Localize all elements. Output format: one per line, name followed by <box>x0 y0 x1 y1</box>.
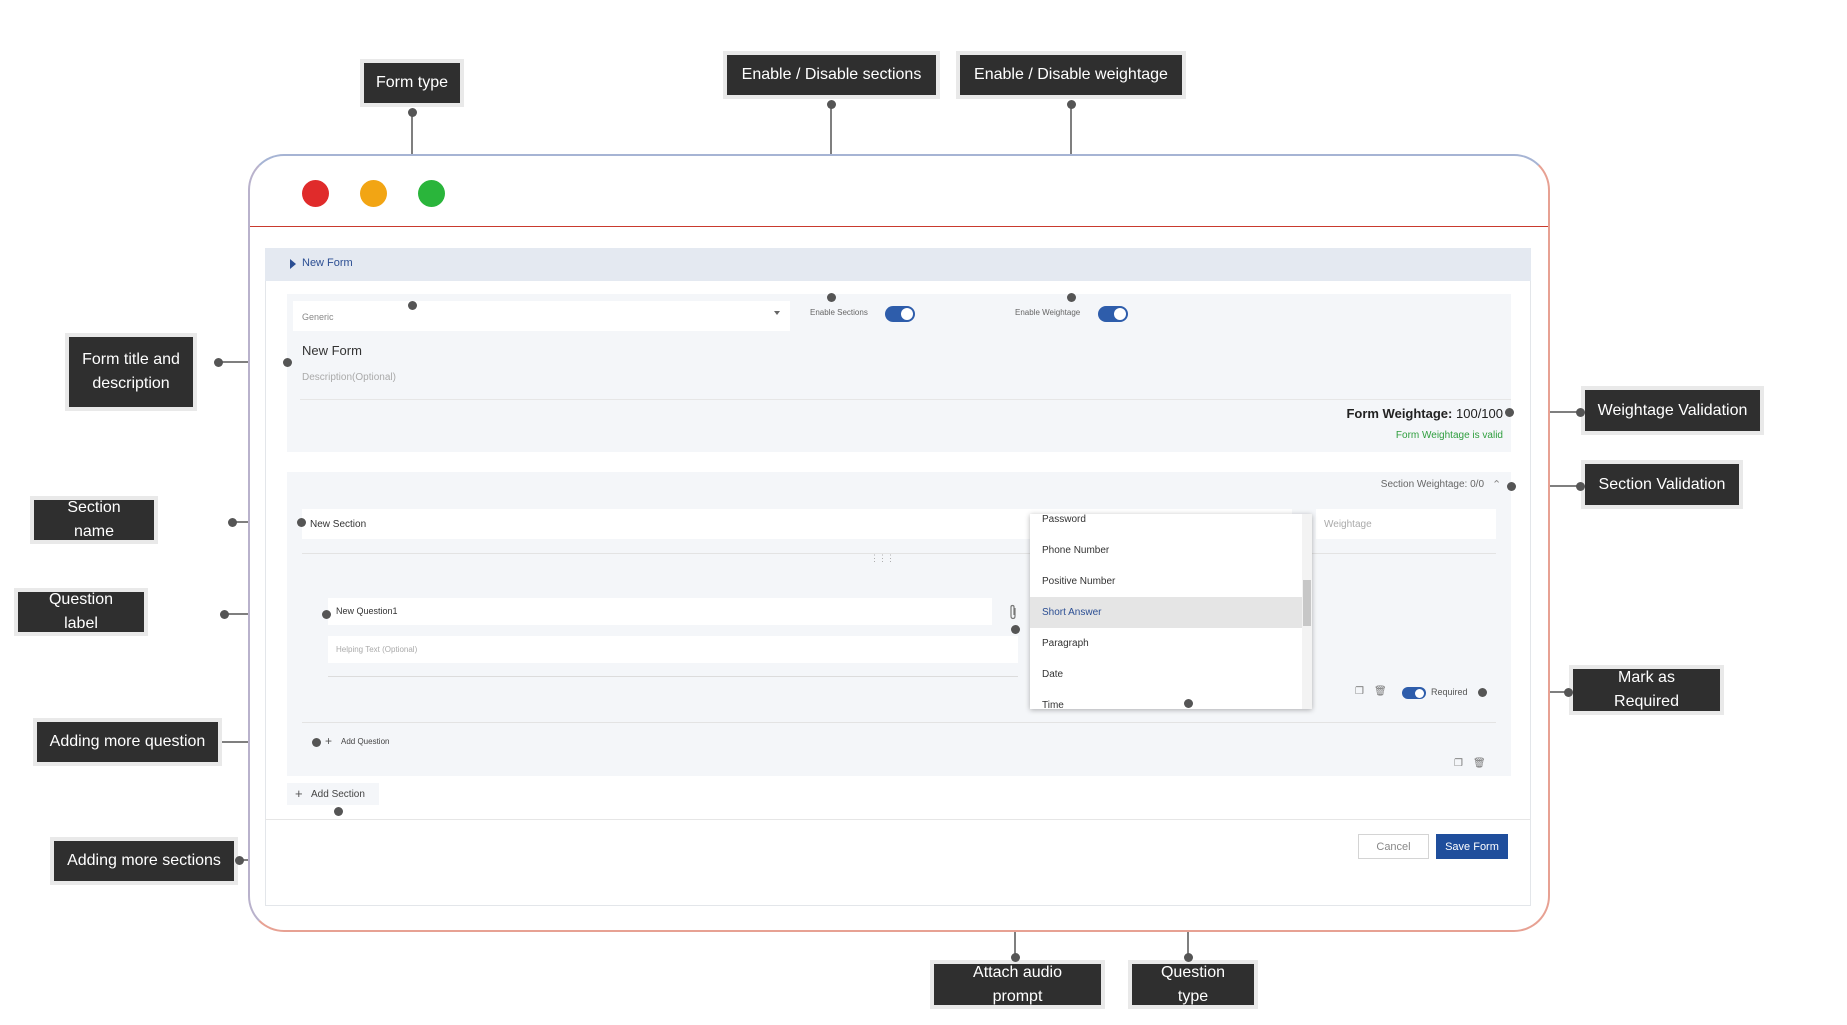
callout-attach-audio: Attach audio prompt <box>934 964 1101 1005</box>
required-toggle[interactable] <box>1402 687 1426 699</box>
connector-knob <box>214 358 223 367</box>
callout-weightage-validation: Weightage Validation <box>1585 390 1760 431</box>
section-divider <box>302 553 1496 554</box>
question-type-option-paragraph[interactable]: Paragraph <box>1042 638 1089 649</box>
callout-mark-required: Mark as Required <box>1573 669 1720 711</box>
helping-text-input[interactable]: Helping Text (Optional) <box>328 636 1018 663</box>
duplicate-question-icon[interactable]: ❐ <box>1355 686 1364 697</box>
question-divider <box>328 676 1018 677</box>
form-type-value: Generic <box>302 312 334 322</box>
connector-knob <box>1184 699 1193 708</box>
connector-knob <box>1576 482 1585 491</box>
callout-enable-sections: Enable / Disable sections <box>727 55 936 95</box>
breadcrumb-label[interactable]: New Form <box>302 257 353 269</box>
enable-sections-toggle[interactable] <box>885 306 915 322</box>
helping-text-placeholder: Helping Text (Optional) <box>336 645 418 654</box>
connector-knob <box>408 301 417 310</box>
connector-knob <box>220 610 229 619</box>
plus-icon: + <box>295 786 303 801</box>
add-question-divider <box>302 722 1496 723</box>
connector-knob <box>228 518 237 527</box>
form-weightage-status: Form Weightage is valid <box>1395 430 1503 441</box>
section-weightage-placeholder: Weightage <box>1324 519 1372 530</box>
question-label-value: New Question1 <box>336 606 398 616</box>
callout-form-title-line2: description <box>92 375 170 392</box>
callout-enable-weightage: Enable / Disable weightage <box>960 55 1182 95</box>
duplicate-section-icon[interactable]: ❐ <box>1454 758 1463 769</box>
enable-weightage-label: Enable Weightage <box>1015 308 1081 317</box>
add-section-label: Add Section <box>311 789 365 800</box>
connector-knob <box>1011 625 1020 634</box>
add-section-button[interactable]: + Add Section <box>287 783 379 805</box>
question-type-option-positive-number[interactable]: Positive Number <box>1042 576 1116 587</box>
window-close-button[interactable] <box>302 180 329 207</box>
connector-knob <box>334 807 343 816</box>
enable-sections-label: Enable Sections <box>810 308 868 317</box>
form-weightage-divider <box>300 399 1511 400</box>
connector-knob <box>408 108 417 117</box>
callout-adding-sections: Adding more sections <box>54 841 234 881</box>
add-question-button[interactable]: Add Question <box>341 737 390 746</box>
dropdown-scroll-thumb[interactable] <box>1303 580 1311 626</box>
connector-knob <box>297 518 306 527</box>
question-type-option-phone-number[interactable]: Phone Number <box>1042 545 1110 556</box>
footer-divider <box>265 819 1531 820</box>
callout-form-title: Form title and description <box>69 337 193 407</box>
window-minimize-button[interactable] <box>360 180 387 207</box>
paperclip-icon[interactable] <box>1008 604 1018 620</box>
connector-knob <box>1505 408 1514 417</box>
breadcrumb-caret-icon[interactable] <box>290 259 296 269</box>
question-type-option-time[interactable]: Time <box>1042 700 1064 709</box>
form-description-input[interactable]: Description(Optional) <box>302 372 396 383</box>
connector-knob <box>827 100 836 109</box>
question-type-dropdown[interactable]: Password Phone Number Positive Number Sh… <box>1030 514 1312 709</box>
callout-section-name: Section name <box>34 499 154 540</box>
connector-knob <box>1011 953 1020 962</box>
question-type-option-date[interactable]: Date <box>1042 669 1064 680</box>
enable-weightage-toggle[interactable] <box>1098 306 1128 322</box>
connector-knob <box>1576 408 1585 417</box>
collapse-section-icon[interactable]: ⌃ <box>1492 479 1502 491</box>
connector-knob <box>312 738 321 747</box>
required-label: Required <box>1431 687 1468 697</box>
form-weightage-label: Form Weightage: <box>1346 406 1453 421</box>
section-weightage-label: Section Weightage: 0/0 <box>1380 479 1484 490</box>
dropdown-scrollbar[interactable] <box>1302 514 1312 709</box>
connector-knob <box>235 856 244 865</box>
callout-adding-question: Adding more question <box>37 722 218 762</box>
save-form-button[interactable]: Save Form <box>1436 834 1508 859</box>
callout-question-label: Question label <box>18 591 144 632</box>
connector-knob <box>1478 688 1487 697</box>
connector-knob <box>1507 482 1516 491</box>
form-type-select[interactable]: Generic <box>293 301 790 331</box>
callout-section-validation: Section Validation <box>1585 464 1739 505</box>
connector-knob <box>827 293 836 302</box>
question-label-input[interactable]: New Question1 <box>328 598 992 625</box>
delete-section-icon[interactable]: 🗑 <box>1473 758 1486 769</box>
cancel-button[interactable]: Cancel <box>1358 834 1429 859</box>
delete-question-icon[interactable]: 🗑 <box>1374 686 1387 697</box>
window-header-divider <box>250 226 1548 227</box>
connector-knob <box>1564 688 1573 697</box>
chevron-down-icon <box>774 311 780 315</box>
connector-knob <box>1067 293 1076 302</box>
form-weightage: Form Weightage: 100/100 <box>1320 406 1503 421</box>
connector-knob <box>283 358 292 367</box>
section-weightage-input[interactable]: Weightage <box>1316 509 1496 539</box>
connector-knob <box>1067 100 1076 109</box>
plus-icon: + <box>325 734 333 748</box>
section-name-value: New Section <box>310 519 367 530</box>
callout-form-type: Form type <box>364 63 460 103</box>
question-type-option-short-answer[interactable]: Short Answer <box>1030 597 1302 628</box>
question-type-option-password[interactable]: Password <box>1042 514 1086 525</box>
form-title[interactable]: New Form <box>302 343 362 358</box>
callout-question-type: Question type <box>1132 964 1254 1005</box>
connector-knob <box>322 610 331 619</box>
breadcrumb <box>265 248 1531 281</box>
drag-handle-icon[interactable]: ⋮⋮⋮ <box>870 553 895 563</box>
form-weightage-value: 100/100 <box>1456 406 1503 421</box>
window-maximize-button[interactable] <box>418 180 445 207</box>
connector-knob <box>1184 953 1193 962</box>
callout-form-title-line1: Form title and <box>82 351 180 368</box>
